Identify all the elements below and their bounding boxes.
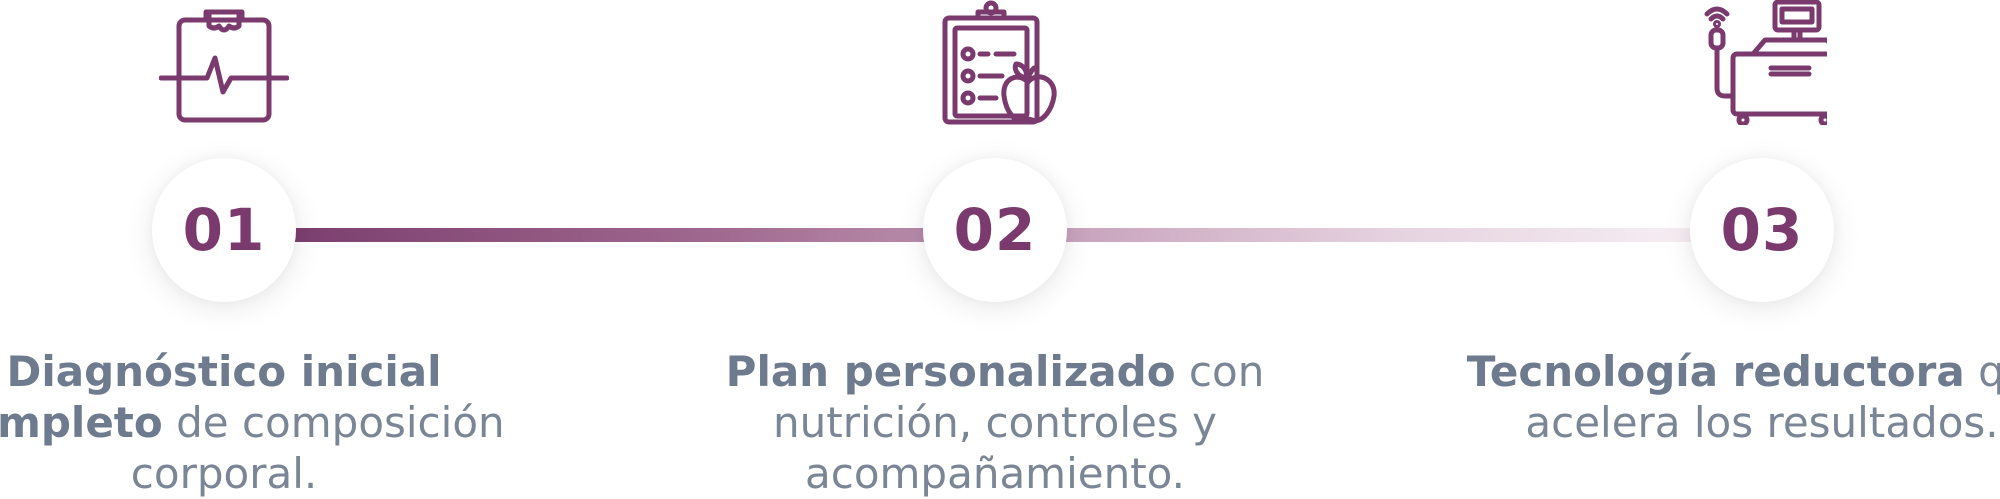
step-2-title: Plan personalizado [725, 347, 1176, 396]
step-2-description: Plan personalizado con nutrición, contro… [695, 346, 1295, 499]
step-2: 02 Plan personalizado con nutrición, con… [695, 0, 1295, 498]
step-3-number-badge: 03 [1690, 158, 1834, 302]
nutrition-checklist-apple-icon [930, 0, 1060, 125]
step-3-title: Tecnología reductora [1466, 347, 1965, 396]
body-sculpting-machine-icon [1697, 0, 1842, 127]
step-3-description: Tecnología reductora que acelera los res… [1462, 346, 2000, 448]
step-3-number: 03 [1720, 196, 1804, 264]
step-1-number-badge: 01 [152, 158, 296, 302]
step-1: 01 Diagnóstico inicial completo de compo… [0, 0, 524, 498]
step-1-description: Diagnóstico inicial completo de composic… [0, 346, 524, 499]
medical-clipboard-heartbeat-icon [158, 0, 290, 125]
step-1-detail: de composición corporal. [130, 398, 505, 498]
step-1-title: Diagnóstico inicial completo [0, 347, 442, 447]
step-3-detail: que acelera los resultados. [1525, 347, 2000, 447]
step-2-number-badge: 02 [923, 158, 1067, 302]
step-2-number: 02 [953, 196, 1037, 264]
step-3: 03 Tecnología reductora que acelera los … [1462, 0, 2000, 498]
step-2-detail: con nutrición, controles y acompañamient… [773, 347, 1265, 498]
step-1-number: 01 [182, 196, 266, 264]
